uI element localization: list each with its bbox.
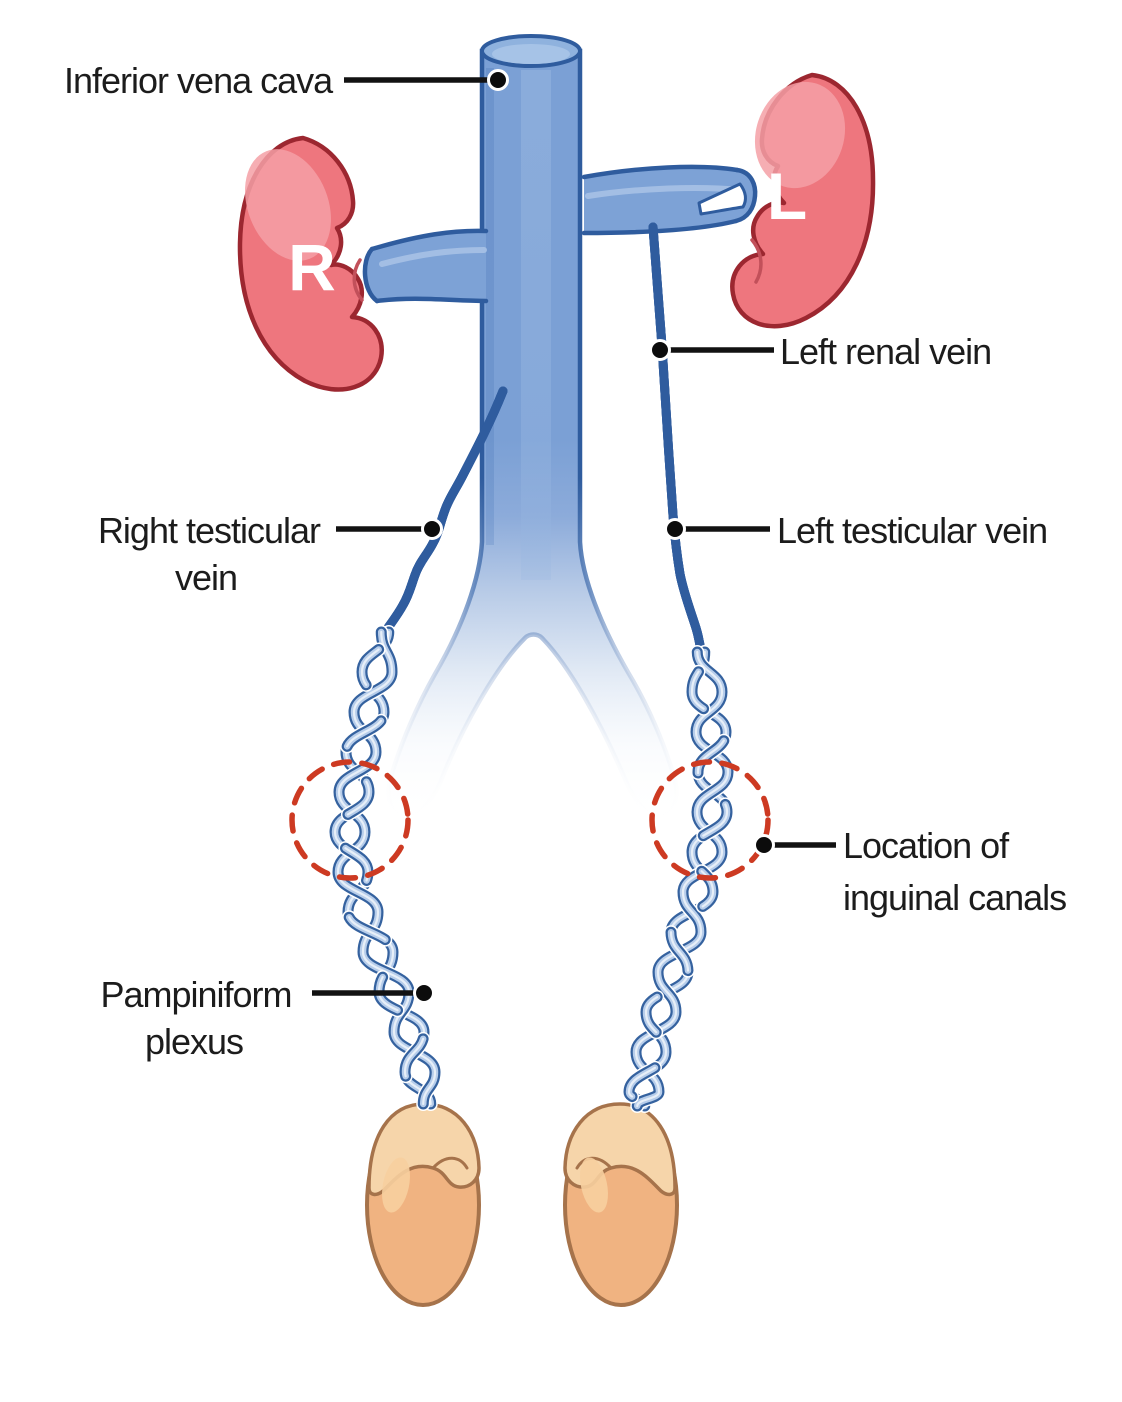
right-inguinal-canal-circle <box>289 759 411 881</box>
inguinal-canals-label-line2: inguinal canals <box>843 877 1066 918</box>
left-testicular-vein-upper <box>648 222 706 657</box>
left-kidney-highlight <box>754 81 846 189</box>
ivc-lumen-inner <box>492 44 570 64</box>
left-renal-vein-body <box>584 166 756 233</box>
left-renal-vein-top-edge <box>581 164 740 180</box>
right-renal-vein <box>362 228 489 304</box>
left-testis <box>563 1102 679 1307</box>
right-renal-vein-highlight <box>379 247 487 267</box>
left-testicular-leader-dot <box>664 518 686 540</box>
right-testicular-vein-label-line2: vein <box>175 557 237 598</box>
inferior-vena-cava-vessel <box>386 34 679 820</box>
ivc-leader-dot <box>487 69 509 91</box>
right-pampiniform-plexus <box>327 625 443 1111</box>
left-renal-vein-bottom-edge <box>581 218 739 236</box>
plexus-strand-highlight <box>336 630 437 1106</box>
left-testicular-vein-label: Left testicular vein <box>777 510 1047 551</box>
leader-lines <box>312 69 836 1004</box>
left-renal-vein <box>581 164 758 236</box>
right-renal-vein-hilum-end <box>362 246 380 304</box>
right-kidney: R <box>237 135 384 392</box>
plexus-strand-weave <box>333 630 432 1106</box>
left-kidney: L <box>730 72 876 329</box>
plexus-strand-highlight <box>634 650 730 1108</box>
right-renal-vein-top-edge <box>369 228 489 252</box>
pampiniform-leader-dot <box>413 982 435 1004</box>
right-testis-highlight <box>382 1157 410 1213</box>
right-kidney-letter: R <box>288 230 336 304</box>
left-renal-vein-fork-notch <box>697 182 747 216</box>
left-testis-highlight <box>580 1157 608 1213</box>
right-testis <box>365 1102 481 1307</box>
right-renal-vein-bottom-edge <box>374 296 489 304</box>
pampiniform-plexus-label-line2: plexus <box>145 1021 243 1062</box>
right-testicular-vein-upper <box>380 386 508 637</box>
inguinal-canals-label-line1: Location of <box>843 825 1010 866</box>
left-inguinal-canal-circle <box>649 759 771 881</box>
left-renal-leader-dot <box>649 339 671 361</box>
left-testicular-vein-highlight <box>653 227 701 652</box>
pampiniform-plexus-label-line1: Pampiniform <box>100 974 291 1015</box>
right-epididymis-curl <box>431 1156 469 1170</box>
left-renal-vein-highlight <box>585 185 743 199</box>
left-kidney-letter: L <box>767 159 807 233</box>
left-renal-vein-hilum-end <box>733 167 758 224</box>
right-kidney-highlight <box>245 149 331 261</box>
inferior-vena-cava-label: Inferior vena cava <box>64 60 334 101</box>
left-kidney-hilum-crease <box>750 238 763 284</box>
right-testicular-leader-dot <box>421 518 443 540</box>
right-testicular-vein-label-line1: Right testicular <box>98 510 321 551</box>
left-pampiniform-plexus <box>621 645 736 1113</box>
plexus-strand-weave <box>627 650 729 1108</box>
left-renal-vein-label: Left renal vein <box>780 331 991 372</box>
right-kidney-hilum-crease <box>352 258 364 302</box>
labels: Inferior vena cava Left renal vein Right… <box>64 60 1067 1062</box>
inguinal-leader-dot <box>753 834 775 856</box>
